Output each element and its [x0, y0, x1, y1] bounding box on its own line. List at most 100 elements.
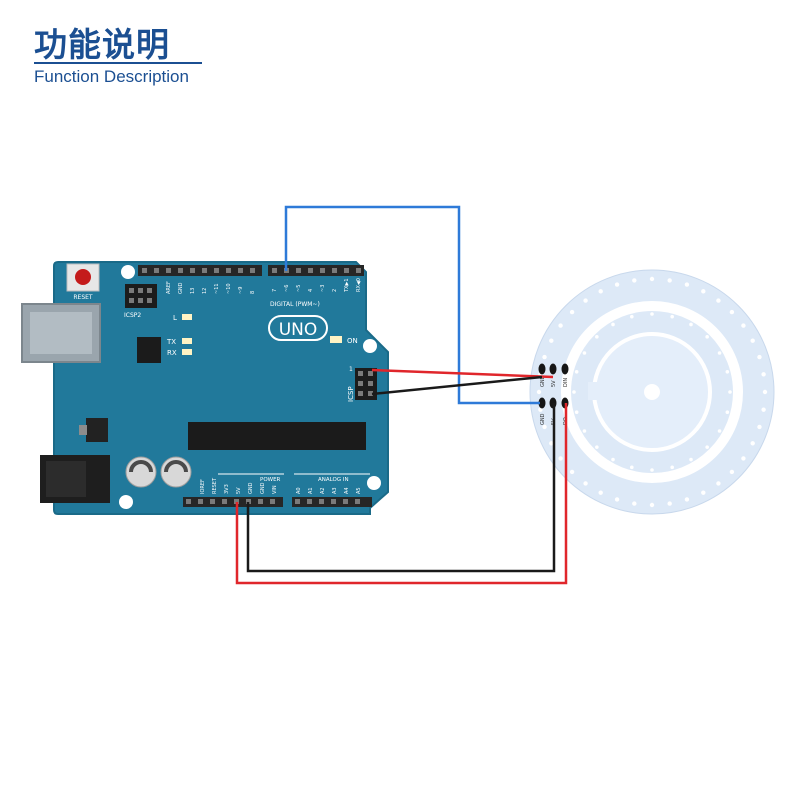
led-pad: [741, 323, 746, 328]
led-pad: [542, 354, 547, 360]
digital-header-left: [138, 265, 262, 276]
module-pad: [538, 397, 546, 409]
digital-label: DIGITAL (PWM~): [270, 301, 320, 308]
led-on-label: ON: [347, 337, 358, 345]
led-pad: [701, 490, 706, 495]
pin-label: VIN: [272, 485, 278, 494]
led-pad: [761, 407, 766, 412]
pin-label: A0: [296, 487, 302, 494]
module-pad: [549, 363, 557, 375]
led-pad: [583, 298, 588, 303]
power-header: [183, 497, 283, 507]
header-pin: [331, 499, 336, 504]
header-pin: [270, 499, 275, 504]
header-pin: [368, 371, 373, 376]
ring-center-hole: [644, 384, 660, 400]
header-pin: [198, 499, 203, 504]
module-pad: [561, 363, 569, 375]
led-pad: [549, 338, 554, 343]
pin-label: ~3: [320, 285, 326, 292]
led-pad: [717, 429, 722, 433]
page-subtitle: Function Description: [34, 67, 189, 86]
led-pad: [569, 469, 575, 475]
power-header-pins: [186, 499, 275, 504]
capacitor-mark: [164, 460, 188, 473]
wire-5v-red: [235, 403, 568, 585]
led-pad: [750, 338, 755, 343]
led-pad: [650, 468, 654, 472]
wire-gnd-black: [246, 403, 556, 573]
header-pin: [138, 288, 143, 293]
header-pin: [258, 499, 263, 504]
header-pin: [320, 268, 325, 273]
led-pad: [716, 481, 721, 486]
icsp2-pins: [129, 288, 152, 303]
led-pad: [757, 424, 762, 430]
header-pin: [307, 499, 312, 504]
led-tx: [182, 338, 192, 344]
mount-hole: [367, 476, 381, 490]
led-pad: [536, 389, 542, 395]
led-pad: [598, 289, 603, 294]
header-pin: [178, 268, 183, 273]
icsp2-label: ICSP2: [124, 312, 141, 319]
led-pad: [630, 314, 634, 319]
header-pin: [355, 499, 360, 504]
led-pad: [650, 312, 654, 316]
pin-label: RESET: [212, 477, 218, 494]
header-pin: [238, 268, 243, 273]
header-pin: [154, 268, 159, 273]
led-pad: [670, 314, 674, 319]
wire-icsp-black: [371, 375, 543, 396]
led-pad: [684, 282, 690, 287]
mount-hole: [363, 339, 377, 353]
reset-label: RESET: [73, 294, 93, 301]
header-pin: [202, 268, 207, 273]
header-pin: [246, 499, 251, 504]
pin-label: AREF: [166, 281, 172, 294]
led-pad: [569, 309, 575, 315]
icsp-pins: [358, 371, 373, 396]
led-rx-label: RX: [167, 349, 177, 357]
led-pad: [667, 278, 672, 283]
pin-label: ~9: [238, 287, 244, 294]
pin-label: GND: [178, 282, 184, 294]
pin-label: ~11: [214, 283, 220, 294]
header-pin: [356, 268, 361, 273]
led-pad: [670, 465, 674, 470]
header-pin: [250, 268, 255, 273]
led-pad: [750, 441, 755, 446]
icsp-label: ICSP: [347, 386, 355, 402]
led-pad: [611, 322, 615, 327]
usb-connector-inner: [30, 312, 92, 354]
led-pad: [717, 351, 722, 355]
pin-label: A3: [332, 487, 338, 494]
led-pad: [614, 282, 620, 287]
board-pcb: [53, 261, 389, 515]
led-pad: [689, 322, 693, 327]
led-pad: [582, 351, 587, 355]
led-pad: [728, 390, 732, 394]
uno-logo-frame: [268, 315, 328, 341]
pin-label: 3V3: [224, 484, 230, 494]
header-pin: [344, 268, 349, 273]
header-pin: [222, 499, 227, 504]
led-l-label: L: [173, 314, 177, 322]
pin-label: RX◀0: [356, 278, 362, 292]
led-pad: [689, 457, 693, 462]
wires: [235, 205, 568, 585]
led-rx: [182, 349, 192, 355]
header-pin: [138, 298, 143, 303]
header-pin: [166, 268, 171, 273]
pin-label: ~6: [284, 285, 290, 292]
pin-label: A5: [356, 487, 362, 494]
led-pad: [632, 501, 637, 506]
led-pad: [572, 390, 576, 394]
reset-button-cap: [75, 269, 91, 285]
